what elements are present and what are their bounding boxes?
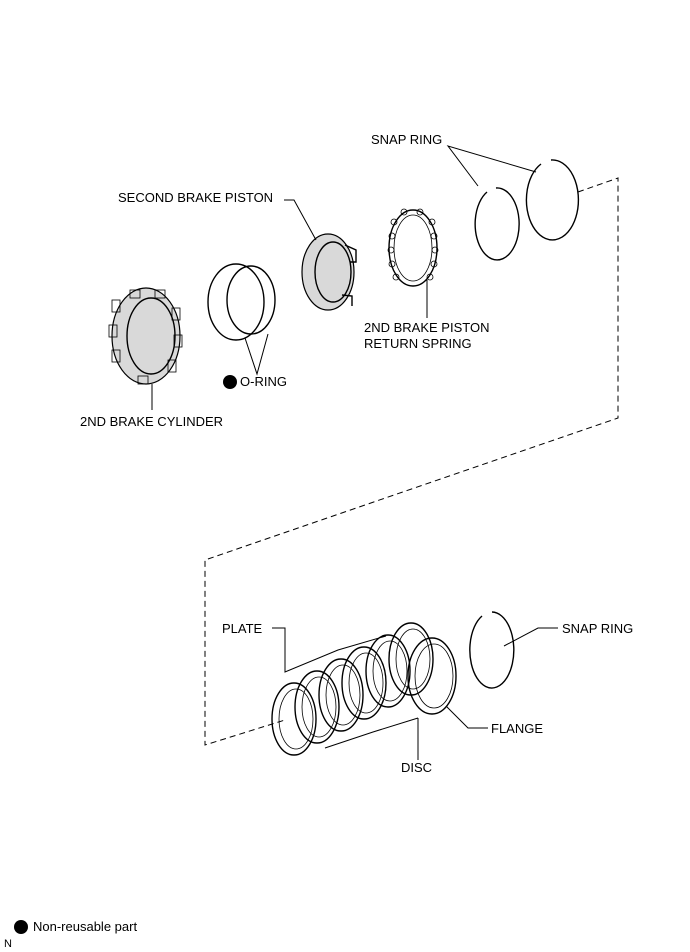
plate-label: PLATE <box>222 621 263 636</box>
brake-cylinder-label: 2ND BRAKE CYLINDER <box>80 414 223 429</box>
second-brake-piston-part <box>284 199 357 311</box>
non-reusable-mark-icon <box>223 375 237 389</box>
disc-leader-lines <box>324 717 419 760</box>
o-ring-label: O-RING <box>240 374 287 389</box>
spring-coils <box>387 208 439 281</box>
brake-cylinder-part <box>108 287 183 410</box>
assembly-guide-dashed-lines <box>204 177 619 746</box>
return-spring-label-line2: RETURN SPRING <box>364 336 472 351</box>
snap-ring-top-parts <box>446 145 580 261</box>
flange-part <box>407 637 488 729</box>
snap-ring-bottom-label: SNAP RING <box>562 621 633 636</box>
disc-label: DISC <box>401 760 432 775</box>
corner-mark: N <box>4 938 12 950</box>
legend-non-reusable-icon <box>14 920 28 934</box>
o-ring-parts <box>207 263 276 376</box>
return-spring-label-line1: 2ND BRAKE PISTON <box>364 320 489 335</box>
snap-ring-top-label: SNAP RING <box>371 132 442 147</box>
snap-ring-bottom-part <box>469 611 558 689</box>
flange-label: FLANGE <box>491 721 543 736</box>
second-brake-piston-label: SECOND BRAKE PISTON <box>118 190 273 205</box>
plate-disc-stack <box>271 622 434 756</box>
legend-non-reusable-text: Non-reusable part <box>33 919 137 934</box>
plate-leader-lines <box>272 627 387 673</box>
return-spring-part <box>387 208 439 318</box>
